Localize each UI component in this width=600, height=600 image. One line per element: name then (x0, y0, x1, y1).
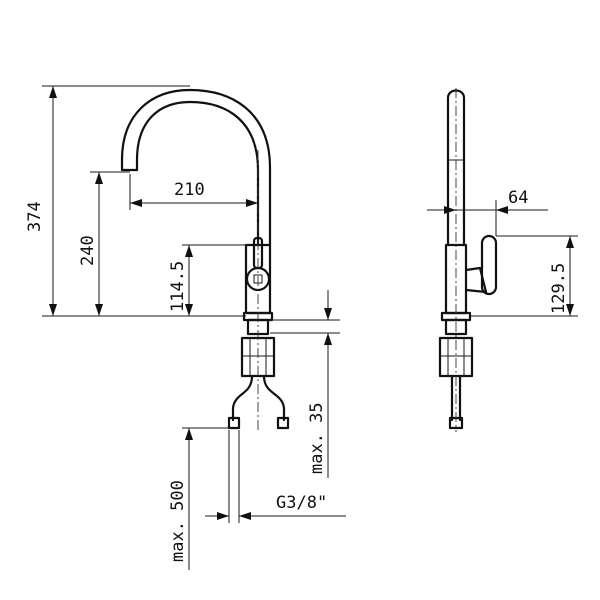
side-lever-handle (480, 234, 498, 296)
dim-spout-height: 240 (78, 171, 130, 316)
dim-max-500-label: max. 500 (168, 480, 188, 562)
side-hose (450, 374, 462, 422)
dim-g3-8-label: G3/8" (276, 493, 327, 513)
dim-side-projection: 64 (427, 188, 548, 236)
hose-right (262, 374, 286, 422)
hose-fitting-right (276, 416, 290, 430)
side-nut-detail (440, 338, 472, 376)
side-view (438, 88, 498, 432)
dim-374-label: 374 (25, 201, 45, 232)
front-view (120, 88, 290, 430)
spout-outer (120, 88, 272, 247)
dim-64-label: 64 (508, 188, 528, 208)
dim-spout-reach: 210 (129, 174, 258, 210)
dim-side-lever-height: 129.5 (470, 235, 578, 317)
dim-max-35-label: max. 35 (307, 402, 327, 474)
dim-total-height: 374 (25, 85, 246, 317)
side-deck-spacer (444, 318, 468, 336)
spout-inner (135, 100, 260, 247)
dim-210-label: 210 (174, 180, 205, 200)
dim-lever-height: 114.5 (168, 244, 250, 316)
hose-left (231, 374, 254, 422)
dim-connection-thread: G3/8" (205, 430, 346, 523)
dim-114-5-label: 114.5 (168, 261, 188, 312)
hose-fitting-left (227, 416, 241, 430)
dim-129-5-label: 129.5 (549, 263, 569, 314)
dim-hose-length: max. 500 (168, 427, 232, 570)
dim-240-label: 240 (78, 235, 98, 266)
dim-deck-thickness: max. 35 (270, 290, 340, 478)
